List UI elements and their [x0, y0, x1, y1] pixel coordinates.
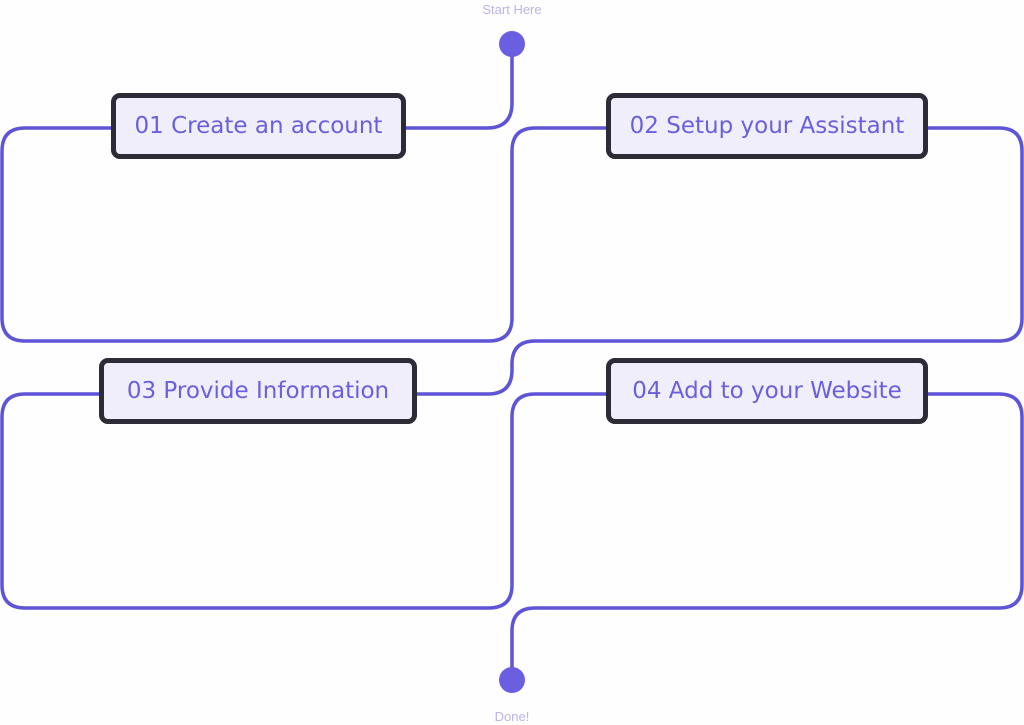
step-provide-information: 03 Provide Information: [99, 358, 417, 424]
step-create-account: 01 Create an account: [111, 93, 406, 159]
step-add-to-website: 04 Add to your Website: [606, 358, 928, 424]
end-node: [499, 667, 525, 693]
start-caption: Start Here: [482, 2, 542, 17]
flow-path: [0, 42, 1024, 682]
step-setup-assistant: 02 Setup your Assistant: [606, 93, 928, 159]
start-node: [499, 31, 525, 57]
end-caption: Done!: [494, 709, 530, 724]
